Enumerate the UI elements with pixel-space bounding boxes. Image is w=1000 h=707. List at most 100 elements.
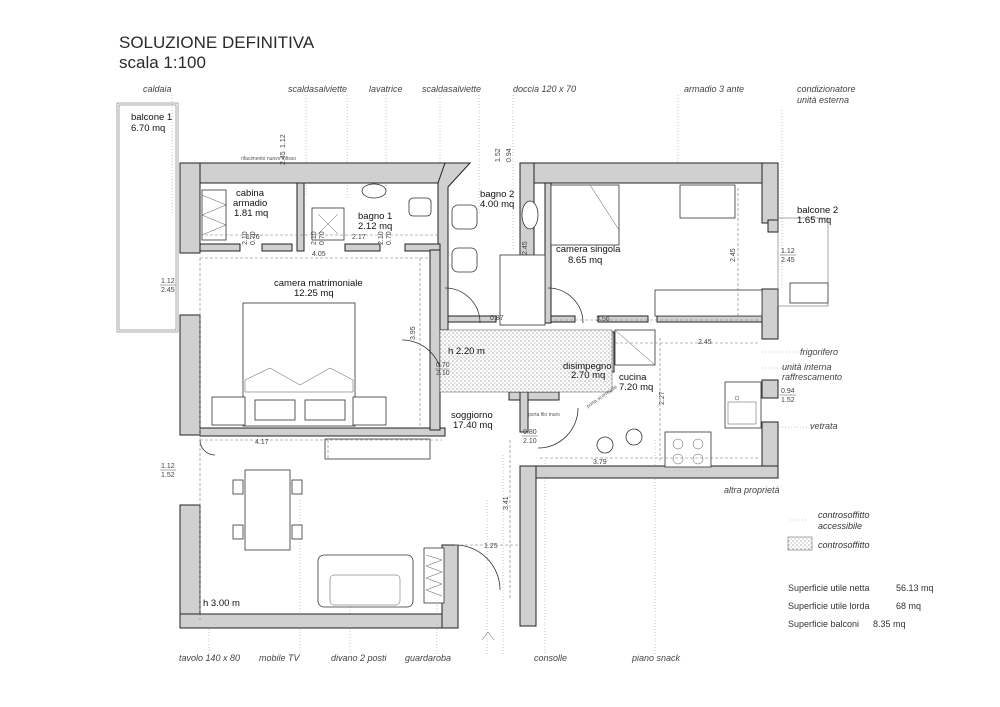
- room-bagno1-area: 2.12 mq: [358, 221, 392, 232]
- dim-2-10-c: 2.10: [378, 231, 385, 245]
- label-condizionatore-1: condizionatore: [797, 84, 856, 94]
- controsoffitto-area: [439, 329, 613, 393]
- dim-2-45-d: 2.45: [698, 339, 712, 346]
- dim-2-17: 2.17: [352, 234, 366, 241]
- label-scaldasalviette-2: scaldasalviette: [422, 84, 481, 94]
- summary: Superficie utile netta 56.13 mq Superfic…: [788, 583, 934, 629]
- room-h-220: h 2.20 m: [448, 346, 485, 357]
- dim-2-27: 2.27: [659, 391, 666, 405]
- legend-hatch-swatch: [787, 536, 813, 551]
- dim-2-10-g: 2.10: [436, 370, 450, 377]
- dim-4-05: 4.05: [312, 251, 326, 258]
- summary-lorda-value: 68 mq: [896, 601, 921, 611]
- dim-3-56: 3.56: [596, 316, 610, 323]
- room-bagno2-area: 4.00 mq: [480, 199, 514, 210]
- label-guardaroba: guardaroba: [405, 653, 451, 663]
- room-cucina-area: 7.20 mq: [619, 382, 653, 393]
- room-balcone2-area: 1.65 mq: [797, 215, 831, 226]
- label-caldaia: caldaia: [143, 84, 172, 94]
- doors: [199, 287, 584, 591]
- label-consolle: consolle: [534, 653, 567, 663]
- dim-2-10-d: 2.10: [523, 438, 537, 445]
- title-line2: scala 1:100: [119, 53, 206, 72]
- room-h-300: h 3.00 m: [203, 598, 240, 609]
- room-balcone2-name: balcone 2: [797, 205, 838, 216]
- label-piano-snack: piano snack: [631, 653, 681, 663]
- top-labels: caldaia scaldasalviette lavatrice scalda…: [143, 84, 856, 105]
- dimension-texts: 1.12 2.45 1.12 1.52 1.12 2.45 0.94 1.52 …: [160, 134, 796, 550]
- legend-controsoffitto-acc-2: accessibile: [818, 521, 862, 531]
- dim-3-79: 3.79: [593, 459, 607, 466]
- label-vetrata: vetrata: [810, 421, 838, 431]
- dim-2-10-b: 2.10: [311, 231, 318, 245]
- dimension-lines: [199, 188, 760, 620]
- title-line1: SOLUZIONE DEFINITIVA: [119, 33, 315, 52]
- dim-0-70-c: 0.70: [386, 231, 393, 245]
- label-scaldasalviette-1: scaldasalviette: [288, 84, 347, 94]
- dim-0-70-d: 0.70: [436, 362, 450, 369]
- summary-netta-label: Superficie utile netta: [788, 583, 870, 593]
- label-frigorifero: frigorifero: [800, 347, 838, 357]
- label-armadio: armadio 3 ante: [684, 84, 744, 94]
- room-camera-singola-area: 8.65 mq: [568, 255, 602, 266]
- room-disimpegno-area: 2.70 mq: [571, 370, 605, 381]
- dim-2-45-c: 2.45: [280, 151, 287, 165]
- room-cabina-area: 1.81 mq: [234, 208, 268, 219]
- dim-0-87: 0.87: [490, 315, 504, 322]
- bottom-labels: tavolo 140 x 80 mobile TV divano 2 posti…: [179, 653, 681, 663]
- label-tavolo: tavolo 140 x 80: [179, 653, 240, 663]
- label-mobile-tv: mobile TV: [259, 653, 301, 663]
- label-condizionatore-2: unità esterna: [797, 95, 849, 105]
- dim-1-52-a: 1.52: [161, 472, 175, 479]
- dim-1-76: 1.76: [246, 234, 260, 241]
- summary-lorda-label: Superficie utile lorda: [788, 601, 870, 611]
- furniture: [201, 183, 829, 641]
- dim-0-80-a: 0.80: [523, 429, 537, 436]
- room-cabina-name2: armadio: [233, 198, 267, 209]
- room-balcone1-name: balcone 1: [131, 112, 172, 123]
- label-doccia: doccia 120 x 70: [513, 84, 576, 94]
- dim-1-12-a: 1.12: [161, 278, 175, 285]
- dim-1-25: 1.25: [484, 543, 498, 550]
- room-soggiorno-name: soggiorno: [451, 410, 493, 421]
- dim-0-94-a: 0.94: [781, 388, 795, 395]
- label-lavatrice: lavatrice: [369, 84, 403, 94]
- summary-balconi-label: Superficie balconi: [788, 619, 859, 629]
- label-unita-interna-2: raffrescamento: [782, 372, 842, 382]
- room-balcone1-area: 6.70 mq: [131, 123, 165, 134]
- dim-1-12-b: 1.12: [161, 463, 175, 470]
- dim-1-52-c: 1.52: [495, 148, 502, 162]
- dim-0-70-b: 0.70: [319, 231, 326, 245]
- room-camera-singola-name: camera singola: [556, 244, 621, 255]
- dim-3-95: 3.95: [410, 326, 417, 340]
- room-camera-matrimoniale-area: 12.25 mq: [294, 288, 334, 299]
- dim-4-17: 4.17: [255, 439, 269, 446]
- dim-1-12-d: 1.12: [280, 134, 287, 148]
- room-cucina-name: cucina: [619, 372, 647, 383]
- summary-balconi-value: 8.35 mq: [873, 619, 906, 629]
- dim-2-45-e: 2.45: [730, 248, 737, 262]
- label-divano: divano 2 posti: [331, 653, 388, 663]
- room-cabina-name1: cabina: [236, 188, 265, 199]
- dim-2-10-a: 2.10: [242, 231, 249, 245]
- dim-3-41: 3.41: [503, 496, 510, 510]
- room-labels: balcone 1 6.70 mq cabina armadio 1.81 mq…: [131, 112, 838, 609]
- legend-controsoffitto: controsoffitto: [818, 540, 870, 550]
- dim-2-45-f: 2.45: [522, 241, 529, 255]
- room-bagno1-name: bagno 1: [358, 211, 392, 222]
- dim-0-70-a: 0.70: [250, 231, 257, 245]
- label-altra-proprieta: altra proprietà: [724, 485, 780, 495]
- room-bagno2-name: bagno 2: [480, 189, 514, 200]
- dim-1-12-c: 1.12: [781, 248, 795, 255]
- note-infisso: rifacimento nuovo infisso: [241, 156, 296, 162]
- dim-1-52-b: 1.52: [781, 397, 795, 404]
- dim-2-45-b: 2.45: [781, 257, 795, 264]
- note-porta-filo-muro: porta filo muro: [528, 412, 560, 418]
- legend-controsoffitto-acc-1: controsoffitto: [818, 510, 870, 520]
- summary-netta-value: 56.13 mq: [896, 583, 934, 593]
- balcone-1: [116, 102, 179, 333]
- room-soggiorno-area: 17.40 mq: [453, 420, 493, 431]
- dim-2-45-a: 2.45: [161, 287, 175, 294]
- dim-0-94-b: 0.94: [506, 148, 513, 162]
